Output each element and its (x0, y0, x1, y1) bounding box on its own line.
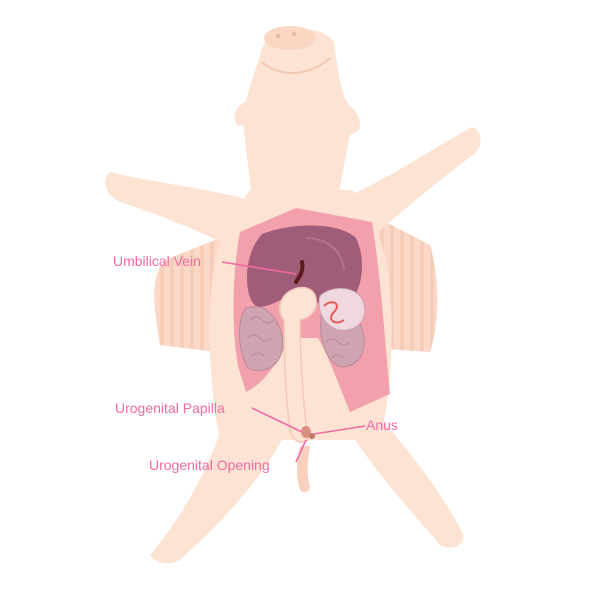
anus (309, 433, 315, 439)
umbilical-vein (294, 260, 305, 284)
urogenital-opening-leader (295, 439, 307, 463)
umbilical-cord (279, 286, 317, 443)
snout (261, 26, 331, 74)
label-leaders (221, 261, 366, 463)
umbilical-vein-leader (221, 261, 297, 275)
label-umbilical-vein: Umbilical Vein (113, 253, 201, 269)
label-urogenital-opening: Urogenital Opening (149, 457, 270, 473)
liver-highlight (305, 237, 345, 271)
anus-leader (313, 425, 366, 435)
tail (297, 446, 310, 493)
urogenital-papilla-leader (251, 407, 303, 433)
label-urogenital-papilla: Urogenital Papilla (115, 400, 225, 416)
label-anus: Anus (366, 417, 398, 433)
urogenital-papilla (301, 426, 311, 438)
umbilical-artery (323, 301, 345, 324)
